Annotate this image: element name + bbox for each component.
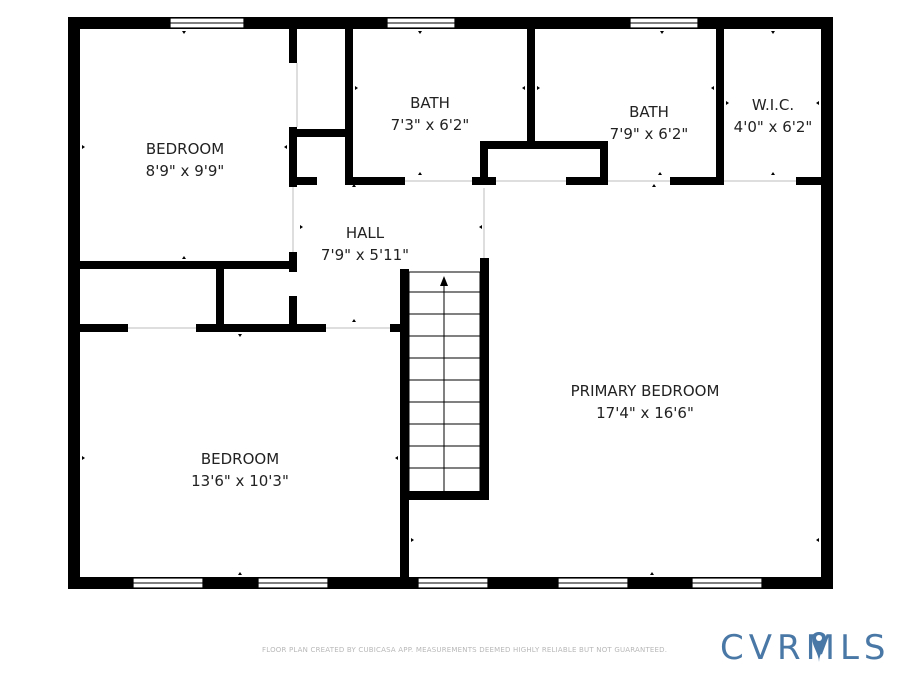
room-dimensions: 7'3" x 6'2" bbox=[390, 116, 470, 134]
room-primary-bedroom: PRIMARY BEDROOM 17'4" x 16'6" bbox=[571, 380, 720, 424]
room-bedroom-upper-left: BEDROOM 8'9" x 9'9" bbox=[146, 138, 225, 182]
window-mullions bbox=[133, 22, 762, 584]
room-name: BEDROOM bbox=[200, 450, 280, 468]
room-bath-1: BATH 7'3" x 6'2" bbox=[391, 92, 470, 136]
room-name: W.I.C. bbox=[751, 96, 795, 114]
room-wic: W.I.C. 4'0" x 6'2" bbox=[734, 94, 813, 138]
room-dimensions: 7'9" x 6'2" bbox=[609, 125, 689, 143]
room-name: BATH bbox=[410, 94, 450, 112]
room-hall: HALL 7'9" x 5'11" bbox=[321, 222, 409, 266]
room-bedroom-lower-left: BEDROOM 13'6" x 10'3" bbox=[191, 448, 289, 492]
room-name: BEDROOM bbox=[145, 140, 225, 158]
room-bath-2: BATH 7'9" x 6'2" bbox=[610, 101, 689, 145]
stairs bbox=[408, 271, 481, 495]
room-name: HALL bbox=[345, 224, 385, 242]
location-pin-icon bbox=[812, 632, 826, 662]
interior-walls bbox=[80, 29, 821, 577]
room-name: BATH bbox=[629, 103, 669, 121]
room-dimensions: 8'9" x 9'9" bbox=[145, 162, 225, 180]
room-dimensions: 17'4" x 16'6" bbox=[596, 404, 694, 422]
room-name: PRIMARY BEDROOM bbox=[570, 382, 720, 400]
brand-logo: CVRMLS bbox=[720, 628, 891, 668]
door-openings bbox=[128, 63, 796, 329]
room-dimensions: 7'9" x 5'11" bbox=[320, 246, 410, 264]
stair-arrow-icon bbox=[440, 276, 448, 286]
disclaimer-text: FLOOR PLAN CREATED BY CUBICASA APP. MEAS… bbox=[262, 646, 668, 654]
dimension-ticks bbox=[82, 31, 819, 575]
stair-landing-wall bbox=[400, 491, 489, 500]
room-dimensions: 13'6" x 10'3" bbox=[191, 472, 289, 490]
room-dimensions: 4'0" x 6'2" bbox=[733, 118, 813, 136]
